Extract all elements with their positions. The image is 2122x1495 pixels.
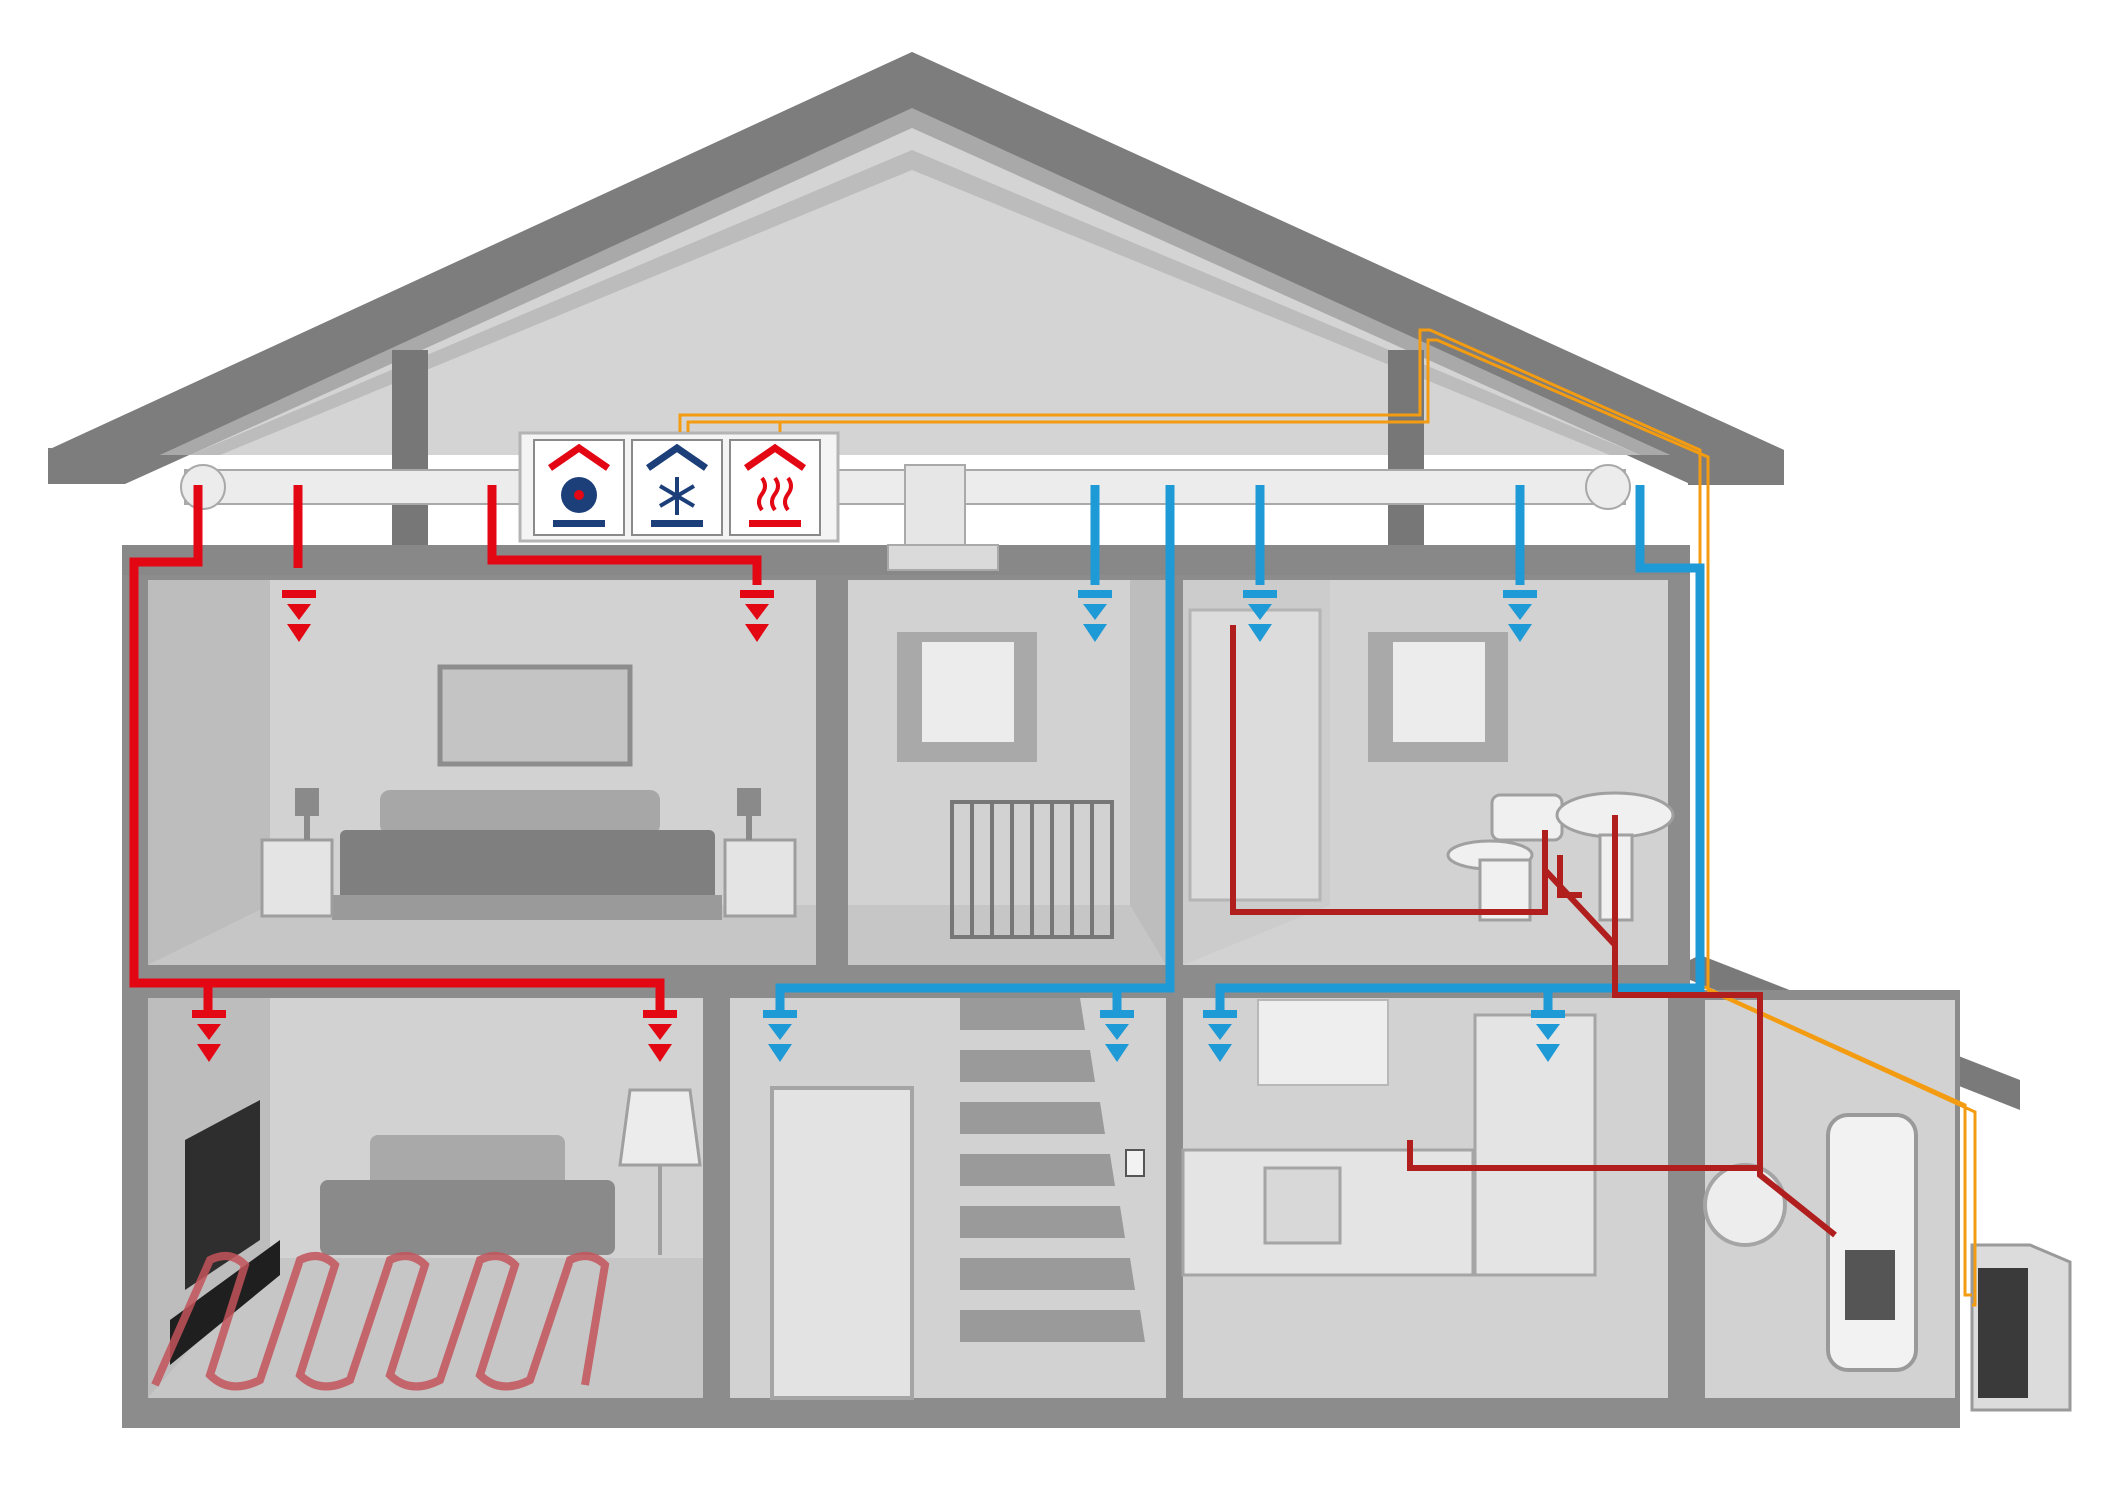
bedroom-picture-frame	[437, 664, 633, 767]
attic-post-right	[1388, 350, 1424, 550]
front-door	[770, 1086, 914, 1400]
landing-railing	[950, 800, 1114, 939]
duct-end-left	[180, 464, 226, 510]
duct-elbow-to-hall	[904, 464, 966, 551]
cool-duct-right-down	[1215, 485, 1705, 1018]
kitchen-blind	[1257, 999, 1389, 1086]
cool-outlet-hall-right	[1100, 1010, 1134, 1062]
bedside-table-left	[260, 788, 334, 918]
ground-floor	[148, 998, 2072, 1412]
hall-supply-vent	[887, 544, 999, 571]
staircase	[960, 998, 1145, 1342]
warm-outlet-living-left	[192, 1010, 226, 1062]
cool-duct-down-hall	[775, 485, 1175, 1018]
television	[170, 1100, 280, 1365]
cool-outlet-landing	[1078, 590, 1112, 642]
hot-water-pipes	[1230, 625, 1837, 1238]
cool-supply-outlets	[763, 590, 1565, 1062]
warm-outlet-living-right	[643, 1010, 677, 1062]
kitchen-cabinets	[1181, 1013, 1597, 1277]
sofa	[320, 1135, 615, 1255]
refrigerant-lines	[678, 328, 1977, 1307]
cool-outlet-bathroom-left	[1243, 590, 1277, 642]
outdoor-heat-pump-unit	[1970, 1243, 2072, 1412]
attic-post-left	[392, 350, 428, 550]
bed	[332, 790, 722, 920]
room-bedroom	[148, 580, 816, 965]
fan-house-icon	[548, 443, 610, 527]
room-living	[148, 998, 703, 1398]
warm-supply-outlets	[192, 590, 774, 1062]
cool-outlet-hall-left	[763, 1010, 797, 1062]
underfloor-heating-loop	[151, 1252, 610, 1391]
floor-lamp	[618, 1088, 702, 1255]
unit-module-heating	[729, 439, 821, 536]
ventilation-duct	[180, 464, 1631, 571]
heat-waves-house-icon	[744, 443, 806, 527]
room-utility	[1703, 1000, 1955, 1398]
hvac-unit	[518, 431, 840, 543]
snowflake-house-icon	[646, 443, 708, 527]
room-hallway	[730, 998, 1166, 1400]
room-landing	[848, 580, 1166, 965]
warm-duct-bedroom-2	[487, 485, 762, 585]
upper-floor	[148, 580, 1675, 965]
shower-enclosure	[1188, 608, 1322, 902]
thermostat	[1125, 1149, 1145, 1177]
duct-end-right	[1585, 464, 1631, 510]
hot-water-cylinder	[1826, 1113, 1918, 1372]
warm-supply-ducts	[129, 485, 762, 1018]
warm-duct-main-left	[129, 485, 665, 1018]
cool-outlet-bathroom-right	[1503, 590, 1537, 642]
bedside-table-right	[723, 788, 797, 918]
cool-outlet-kitchen-right	[1531, 1010, 1565, 1062]
warm-outlet-bedroom-left	[282, 590, 316, 642]
warm-outlet-bedroom-right	[740, 590, 774, 642]
cool-outlet-kitchen-left	[1203, 1010, 1237, 1062]
room-kitchen	[1181, 998, 1668, 1398]
attic-interior	[160, 120, 1670, 455]
washing-machine	[1703, 1163, 1787, 1247]
room-bathroom	[1183, 580, 1675, 965]
